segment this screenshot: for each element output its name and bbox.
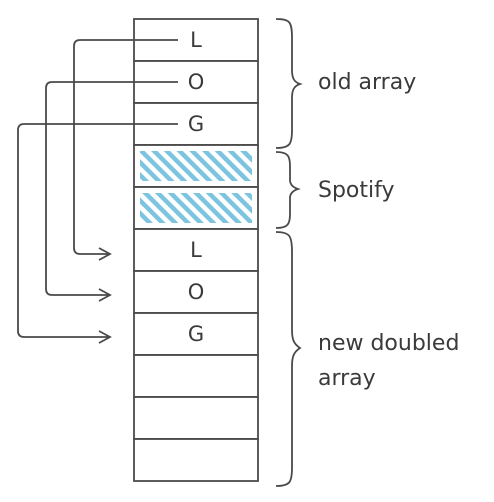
cell-box: [133, 438, 259, 482]
brace-spotify: [275, 151, 301, 229]
brace-new-array: [275, 231, 302, 487]
arrow-L: [73, 39, 178, 261]
new-array-cell: O: [133, 270, 259, 314]
arrow-O: [45, 81, 178, 302]
arrow-G: [17, 123, 178, 344]
cell-letter: O: [188, 280, 205, 304]
hatched-fill: [140, 151, 252, 181]
new-doubled-label-line2: array: [318, 366, 376, 391]
new-array-cell: G: [133, 312, 259, 356]
cell-box: [133, 228, 259, 272]
cell-letter: L: [190, 238, 202, 262]
cell-letter: G: [188, 322, 204, 346]
hatched-fill: [140, 193, 252, 223]
brace-old-array: [275, 18, 303, 149]
cell-box: [133, 354, 259, 398]
cell-letter: O: [188, 70, 205, 94]
spotify-cell: [133, 144, 259, 188]
cell-letter: L: [190, 28, 202, 52]
old-array-label: old array: [318, 70, 416, 95]
new-array-cell: [133, 354, 259, 398]
cell-box: [133, 396, 259, 440]
new-array-cell: [133, 396, 259, 440]
new-array-cell: L: [133, 228, 259, 272]
spotify-cell: [133, 186, 259, 230]
cell-box: [133, 312, 259, 356]
copy-arrows: [17, 39, 178, 344]
new-array-cell: [133, 438, 259, 482]
spotify-label: Spotify: [318, 178, 395, 203]
new-doubled-label-line1: new doubled: [318, 331, 459, 356]
cell-letter: G: [188, 112, 204, 136]
cell-box: [133, 270, 259, 314]
